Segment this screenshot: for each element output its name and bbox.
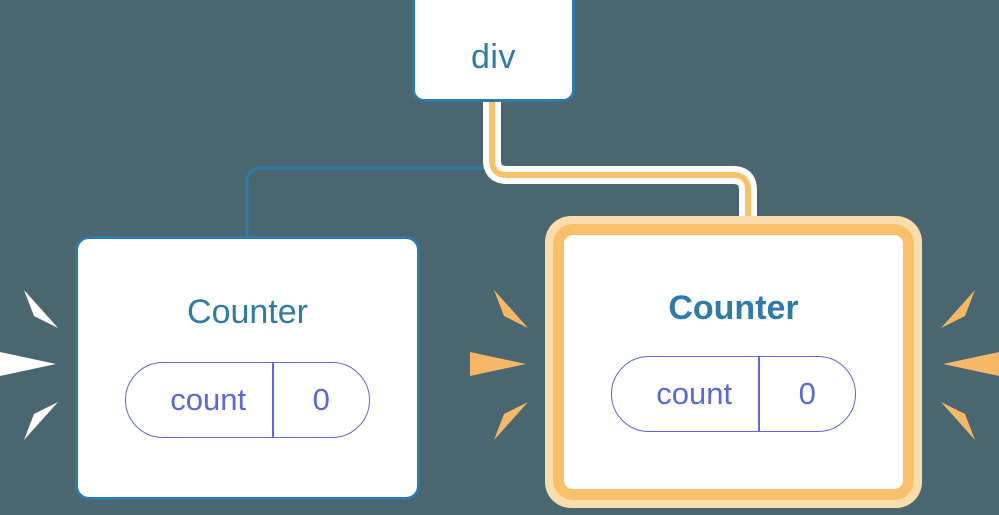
state-pill-counter-left: count 0 [125, 361, 370, 438]
ray-icon [470, 352, 526, 376]
state-value: 0 [798, 375, 816, 411]
ray-icon [24, 402, 58, 440]
state-key: count [170, 381, 247, 417]
node-counter-left[interactable]: Counter count 0 [75, 236, 420, 500]
state-value: 0 [312, 381, 330, 417]
edge-div-to-counter-right [489, 102, 751, 226]
ray-icon [494, 290, 528, 328]
node-div[interactable]: div [412, 0, 575, 102]
node-counter-left-label: Counter [187, 292, 308, 331]
edge-div-to-counter-left [245, 102, 494, 236]
state-divider [758, 356, 760, 431]
rerender-rays-counter-right-right [941, 290, 999, 440]
ray-icon [941, 402, 975, 440]
node-counter-right-label: Counter [668, 288, 799, 327]
state-key: count [656, 375, 733, 411]
state-pill-counter-right: count 0 [611, 355, 856, 432]
ray-icon [494, 402, 528, 440]
ray-icon [943, 352, 999, 376]
ray-icon [0, 352, 56, 376]
node-div-label: div [471, 38, 516, 76]
node-counter-right[interactable]: Counter count 0 [553, 224, 914, 500]
rerender-rays-counter-right-left [470, 290, 528, 440]
state-divider [272, 362, 274, 437]
rerender-rays-counter-left [0, 290, 58, 440]
edge-div-to-counter-right-halo [483, 102, 757, 224]
ray-icon [941, 290, 975, 328]
ray-icon [24, 290, 58, 328]
